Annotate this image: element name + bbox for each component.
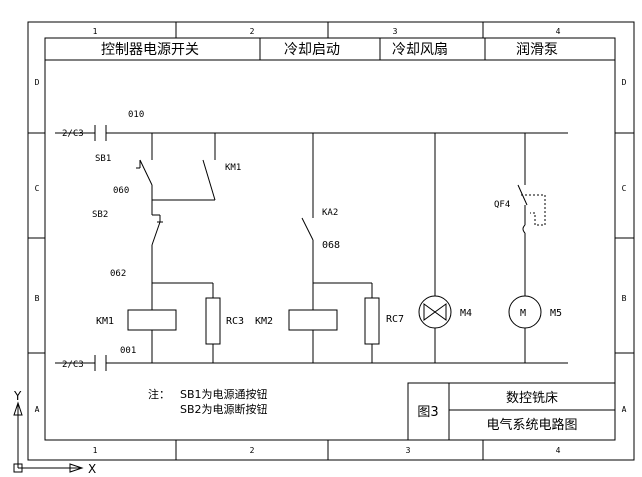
node-010: 010: [128, 110, 144, 120]
header-cell-power-switch: 控制器电源开关: [101, 42, 199, 58]
label-sb1: SB1: [95, 154, 111, 164]
left-row-c: C: [35, 184, 40, 193]
node-062: 062: [110, 269, 126, 279]
bottom-col-2: 2: [250, 446, 255, 455]
figure-number: 图3: [417, 405, 438, 420]
bottom-col-4: 4: [556, 446, 561, 455]
drawing-frame: [27, 21, 635, 461]
top-col-3: 3: [393, 27, 398, 36]
left-row-d: D: [35, 78, 40, 87]
m5-symbol: M: [520, 308, 526, 319]
top-col-4: 4: [556, 27, 561, 36]
header-cell-cooling-start: 冷却启动: [284, 42, 340, 58]
axis-x-label: X: [88, 462, 96, 476]
label-qf4: QF4: [494, 200, 510, 210]
right-row-d: D: [622, 78, 627, 87]
right-row-a: A: [622, 405, 627, 414]
node-068: 068: [322, 240, 340, 251]
node-060: 060: [113, 186, 129, 196]
notes-prefix: 注：: [148, 387, 170, 401]
label-km1-contact: KM1: [225, 163, 241, 173]
notes-line-1: SB1为电源通按钮: [180, 387, 268, 401]
axis-y-label: Y: [13, 389, 22, 403]
bottom-col-3: 3: [406, 446, 411, 455]
right-row-c: C: [622, 184, 627, 193]
label-sb2: SB2: [92, 210, 108, 220]
label-km2-coil: KM2: [255, 316, 273, 327]
title-block-subtitle: 电气系统电路图: [486, 417, 577, 433]
rail-top-ref: 2/C3: [62, 129, 84, 139]
label-rc3: RC3: [226, 316, 244, 327]
node-001: 001: [120, 346, 136, 356]
label-km1-coil: KM1: [96, 316, 114, 327]
left-row-b: B: [35, 294, 40, 303]
top-col-1: 1: [93, 27, 98, 36]
label-ka2: KA2: [322, 208, 338, 218]
fan-symbol: [423, 303, 447, 321]
bottom-col-1: 1: [93, 446, 98, 455]
right-row-b: B: [622, 294, 627, 303]
top-col-2: 2: [250, 27, 255, 36]
label-m4: M4: [460, 308, 472, 319]
label-rc7: RC7: [386, 314, 404, 325]
qf4-actuator: [521, 194, 546, 226]
zone-labels: 1 2 3 4 1 2 3 4 D C B A D C B A: [35, 27, 627, 455]
ucs-axis-icon: [13, 401, 84, 473]
header-row: [45, 38, 615, 61]
circuit-labels: 2/C3 2/C3 010 SB1 060 SB2 KM1 062 KM1 RC…: [62, 110, 562, 370]
header-cell-cooling-fan: 冷却风扇: [392, 42, 448, 58]
label-m5: M5: [550, 308, 562, 319]
circuit-wiring: [55, 125, 568, 371]
rail-bottom-ref: 2/C3: [62, 360, 84, 370]
title-block-title: 数控铣床: [506, 391, 558, 406]
title-block: [407, 382, 616, 441]
notes-line-2: SB2为电源断按钮: [180, 402, 268, 416]
left-row-a: A: [35, 405, 40, 414]
header-cell-lube-pump: 润滑泵: [516, 41, 558, 58]
